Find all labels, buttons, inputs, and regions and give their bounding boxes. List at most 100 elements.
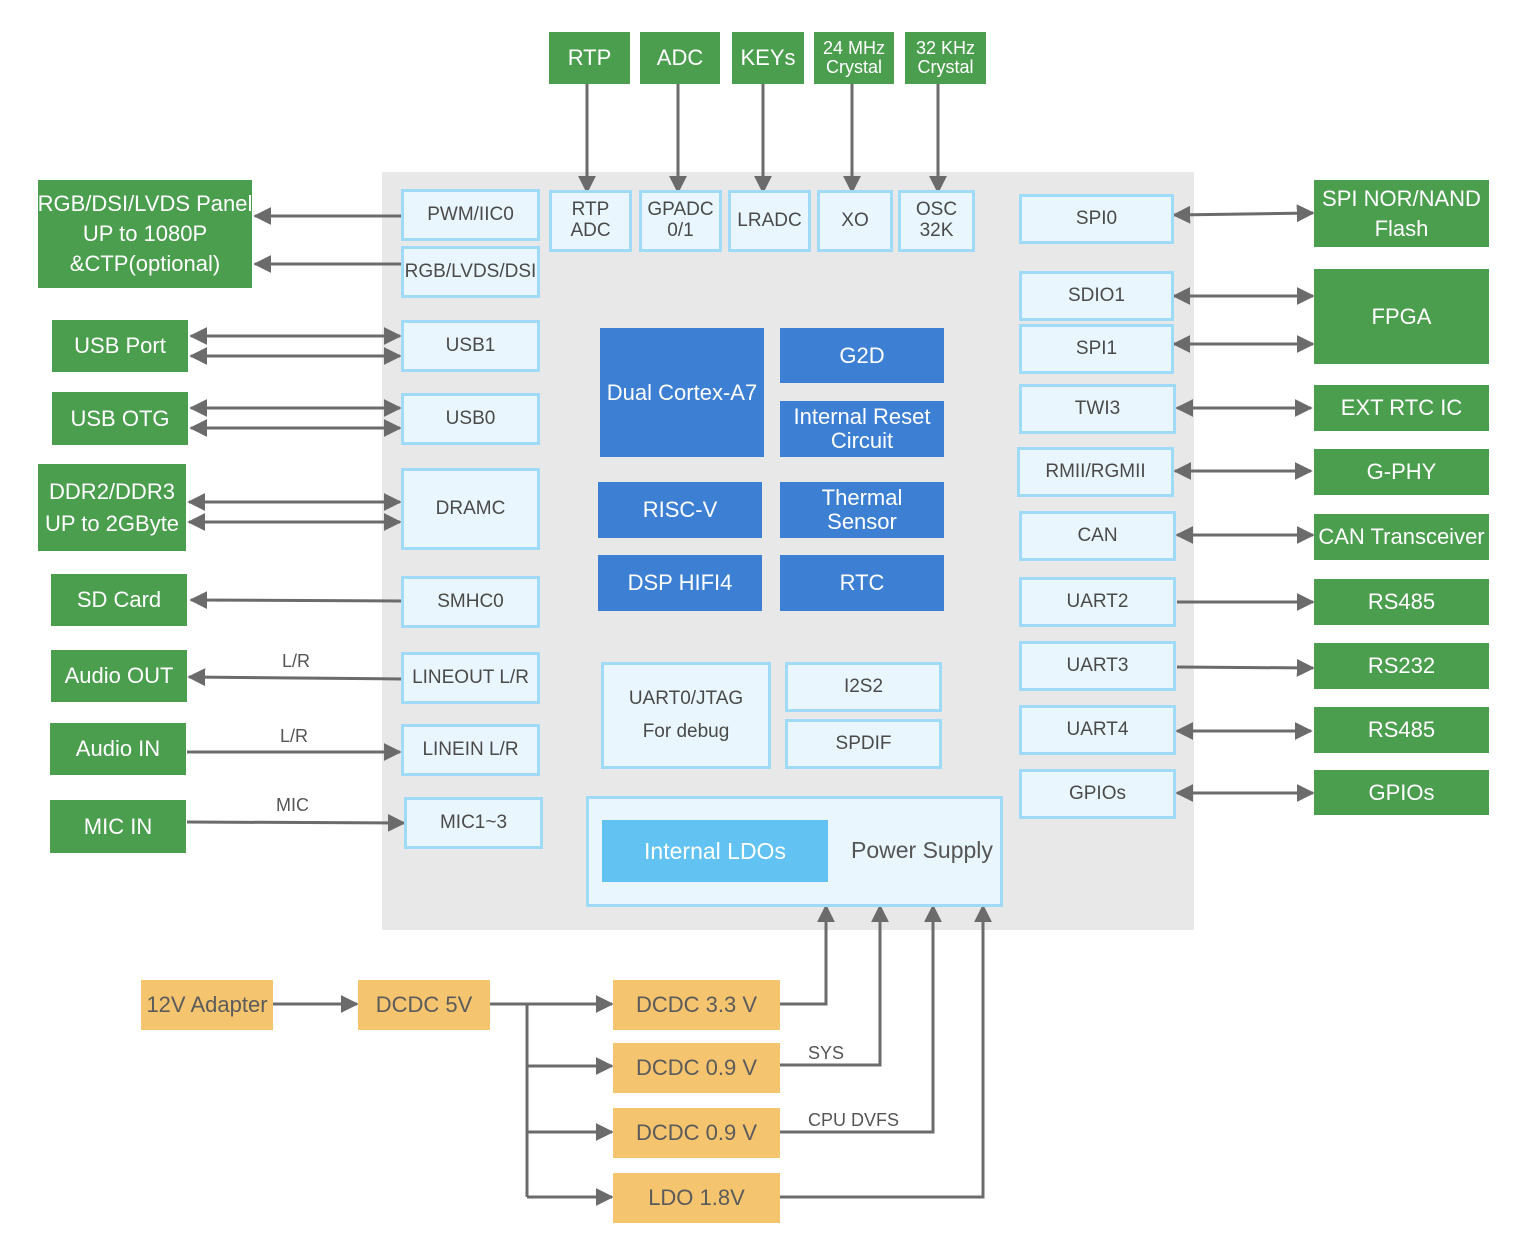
xo-interface: XO xyxy=(817,190,893,252)
audio-in-label: Audio IN xyxy=(75,736,161,762)
lineout-interface: LINEOUT L/R xyxy=(401,652,540,704)
g2d-label: G2D xyxy=(839,342,885,368)
dramc-interface: DRAMC xyxy=(401,468,540,550)
sys-rail-label: SYS xyxy=(808,1043,845,1063)
display-panel-line3: &CTP(optional) xyxy=(69,250,221,276)
g-phy-box: G-PHY xyxy=(1314,449,1489,495)
risc-v-block: RISC-V xyxy=(598,482,762,538)
crystal-32khz-box: 32 KHz Crystal xyxy=(905,32,986,84)
ext-rtc-box: EXT RTC IC xyxy=(1314,385,1489,431)
crystal-24mhz-line1: 24 MHz xyxy=(822,37,885,58)
arrow-audio-out xyxy=(187,668,403,687)
ldo-18v-box: LDO 1.8V xyxy=(613,1173,780,1223)
dual-cortex-a7-block: Dual Cortex-A7 xyxy=(600,328,764,457)
rtp-adc-line1: RTP xyxy=(571,199,610,221)
dcdc-33v-label: DCDC 3.3 V xyxy=(635,992,758,1018)
rs232-label: RS232 xyxy=(1367,653,1436,679)
thermal-sensor-block: Thermal Sensor xyxy=(780,482,944,538)
usb-otg-box: USB OTG xyxy=(52,392,188,445)
can-interface: CAN xyxy=(1019,511,1176,561)
osc32k-interface: OSC 32K xyxy=(898,190,975,252)
uart3-interface: UART3 xyxy=(1019,641,1176,691)
audio-out-box: Audio OUT xyxy=(51,650,187,702)
sdio1-label: SDIO1 xyxy=(1067,284,1126,306)
arrow-spi0 xyxy=(1172,204,1315,224)
usb-otg-label: USB OTG xyxy=(70,405,170,431)
adapter-12v-label: 12V Adapter xyxy=(146,992,268,1018)
rs485-box-1: RS485 xyxy=(1314,579,1489,625)
dual-cortex-a7-label: Dual Cortex-A7 xyxy=(606,379,758,405)
internal-ldos-block: Internal LDOs xyxy=(602,820,828,882)
ext-rtc-label: EXT RTC IC xyxy=(1340,395,1463,421)
arrow-mic-in xyxy=(186,813,406,832)
spi0-label: SPI0 xyxy=(1075,207,1118,229)
usb-port-label: USB Port xyxy=(74,333,166,359)
arrow-sys-to-supply xyxy=(780,904,889,1067)
power-supply-label: Power Supply xyxy=(851,837,993,863)
crystal-32khz-line2: Crystal xyxy=(917,57,974,77)
internal-reset-line2: Circuit xyxy=(830,428,894,453)
uart2-interface: UART2 xyxy=(1019,577,1176,627)
gpios-peripheral-label: GPIOs xyxy=(1368,779,1435,805)
mic-in-label: MIC IN xyxy=(83,813,153,839)
adc-input-label: ADC xyxy=(656,45,704,71)
twi3-interface: TWI3 xyxy=(1019,384,1176,434)
cpu-dvfs-rail-label: CPU DVFS xyxy=(808,1110,900,1130)
mic-in-box: MIC IN xyxy=(50,800,186,853)
sd-card-label: SD Card xyxy=(76,587,162,613)
rtc-block: RTC xyxy=(780,555,944,611)
rtp-input-box: RTP xyxy=(549,32,630,84)
uart3-label: UART3 xyxy=(1066,654,1129,676)
rs485-box-2: RS485 xyxy=(1314,707,1489,753)
fpga-box: FPGA xyxy=(1314,269,1489,364)
mic1-3-interface: MIC1~3 xyxy=(404,797,543,849)
rgb-lvds-dsi-label: RGB/LVDS/DSI xyxy=(404,260,537,282)
thermal-sensor-line1: Thermal xyxy=(821,485,903,511)
g2d-block: G2D xyxy=(780,328,944,383)
crystal-24mhz-line2: Crystal xyxy=(825,57,882,77)
display-panel-line1: RGB/DSI/LVDS Panel xyxy=(37,191,253,217)
rtp-adc-line2: ADC xyxy=(570,220,611,241)
rgb-lvds-dsi-interface: RGB/LVDS/DSI xyxy=(401,246,540,298)
linein-label: LINEIN L/R xyxy=(422,738,519,760)
internal-ldos-label: Internal LDOs xyxy=(644,837,786,864)
lineout-label: LINEOUT L/R xyxy=(412,666,529,688)
usb-port-box: USB Port xyxy=(52,320,188,372)
rs485-label-1: RS485 xyxy=(1367,589,1436,615)
risc-v-label: RISC-V xyxy=(642,497,718,523)
osc32k-line1: OSC xyxy=(915,199,958,221)
spi-flash-line1: SPI NOR/NAND xyxy=(1322,185,1481,211)
can-transceiver-label: CAN Transceiver xyxy=(1318,524,1485,550)
sd-card-box: SD Card xyxy=(51,574,187,626)
spdif-block: SPDIF xyxy=(785,719,942,769)
rtc-label: RTC xyxy=(839,570,885,596)
g-phy-label: G-PHY xyxy=(1366,459,1437,485)
spi1-label: SPI1 xyxy=(1075,337,1118,359)
i2s2-block: I2S2 xyxy=(785,662,942,712)
rmii-rgmii-label: RMII/RGMII xyxy=(1045,460,1146,482)
linein-link-label: L/R xyxy=(280,726,309,746)
gpios-interface-label: GPIOs xyxy=(1068,782,1126,804)
display-panel-box: RGB/DSI/LVDS Panel UP to 1080P &CTP(opti… xyxy=(38,180,252,288)
gpios-interface: GPIOs xyxy=(1019,769,1176,819)
crystal-24mhz-box: 24 MHz Crystal xyxy=(814,32,894,84)
rs232-box: RS232 xyxy=(1314,643,1489,689)
arrow-ldo18-to-supply xyxy=(780,904,992,1199)
ldo-18v-label: LDO 1.8V xyxy=(648,1185,745,1211)
spi1-interface: SPI1 xyxy=(1019,324,1174,374)
adc-input-box: ADC xyxy=(640,32,720,84)
ddr-memory-line2: UP to 2GByte xyxy=(44,510,180,536)
mic-link-label: MIC xyxy=(276,795,309,815)
spi-flash-box: SPI NOR/NAND Flash xyxy=(1314,180,1489,247)
pwm-iic0-interface: PWM/IIC0 xyxy=(401,189,540,241)
usb1-label: USB1 xyxy=(445,334,496,356)
usb1-interface: USB1 xyxy=(401,320,540,372)
rtp-adc-interface: RTP ADC xyxy=(549,190,632,252)
smhc0-interface: SMHC0 xyxy=(401,576,540,628)
arrow-sdcard xyxy=(189,591,403,610)
can-transceiver-box: CAN Transceiver xyxy=(1314,514,1489,560)
usb0-interface: USB0 xyxy=(401,393,540,445)
dramc-label: DRAMC xyxy=(435,497,506,519)
dcdc-09v-sys-label: DCDC 0.9 V xyxy=(635,1055,758,1081)
